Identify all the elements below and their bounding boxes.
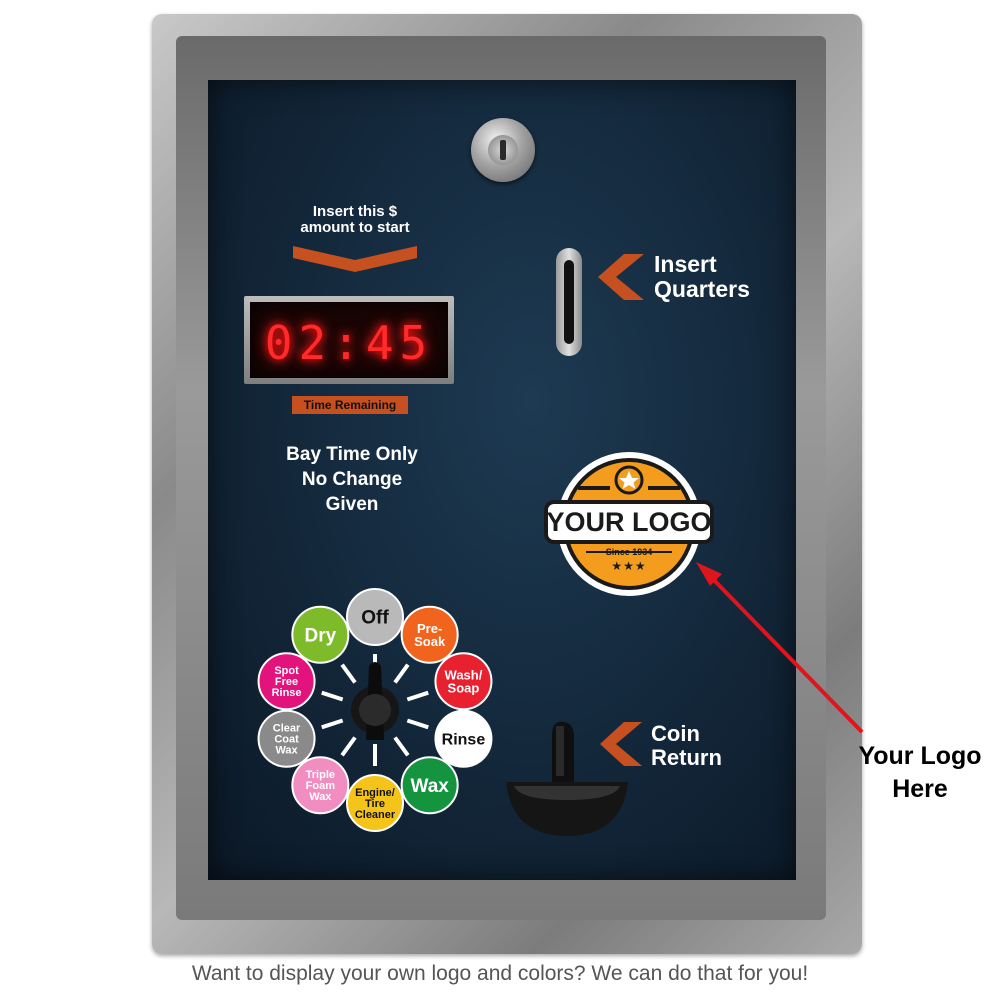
- dial-option-label: Dry: [304, 625, 336, 646]
- bay-notice-line: Given: [325, 494, 379, 515]
- dial-option-label: Wax: [275, 745, 298, 757]
- dial-option-label: Cleaner: [355, 809, 396, 821]
- dial-option-label: Coat: [274, 734, 299, 746]
- coin-return-line: Return: [651, 745, 722, 770]
- insert-quarters-line: Insert: [654, 251, 717, 277]
- bay-notice: Bay Time Only No Change Given: [262, 442, 442, 517]
- time-display-digits: 02:45: [264, 316, 434, 370]
- bay-notice-line: No Change: [301, 469, 403, 490]
- dial-option-label: Pre-: [417, 621, 442, 636]
- dial-option-label: Foam: [306, 780, 336, 792]
- logo-svg: [544, 452, 714, 596]
- dial-option-label: Engine/: [355, 787, 395, 799]
- dial-tick: [321, 718, 344, 730]
- logo-text: YOUR LOGO: [546, 507, 712, 537]
- dial-option-label: Wax: [410, 776, 449, 797]
- time-remaining-label: Time Remaining: [292, 396, 408, 414]
- logo-stars: ★★★: [611, 559, 647, 573]
- dial-option-label: Free: [275, 676, 298, 688]
- dial-tick: [321, 690, 344, 702]
- dial-option-wax[interactable]: Wax: [400, 756, 459, 815]
- chevron-left-icon: [598, 254, 644, 300]
- dial-option-label: Clear: [273, 723, 301, 735]
- dial-option-label: Wash/: [445, 667, 483, 682]
- dial-tick: [406, 718, 429, 730]
- logo-since: Since 1934: [605, 547, 653, 557]
- keyhole: [488, 135, 518, 165]
- lock-icon[interactable]: [471, 118, 535, 182]
- dial-option-rinse[interactable]: Rinse: [434, 709, 493, 768]
- time-display: 02:45: [250, 302, 448, 378]
- dial-option-label: Rinse: [442, 731, 486, 748]
- logo-here-line: Here: [892, 775, 948, 803]
- caption: Want to display your own logo and colors…: [191, 962, 809, 985]
- dial-option-label: Wax: [309, 791, 332, 803]
- dial-option-wash-soap[interactable]: Wash/Soap: [434, 652, 493, 711]
- dial-tick: [406, 690, 429, 702]
- bay-notice-line: Bay Time Only: [286, 444, 418, 465]
- star-icon: [619, 471, 639, 489]
- insert-quarters-line: Quarters: [654, 276, 750, 302]
- insert-amount-label: Insert this $ amount to start: [300, 203, 410, 236]
- logo-badge: YOUR LOGO Since 1934 ★★★: [544, 444, 714, 614]
- dial-knob[interactable]: [351, 662, 399, 740]
- dial-tick: [340, 663, 357, 684]
- coin-return-lever[interactable]: [504, 716, 630, 842]
- dial-option-off[interactable]: Off: [346, 588, 404, 646]
- dial-option-label: Off: [361, 608, 389, 629]
- dial-option-label: Soak: [414, 634, 446, 649]
- coin-return-line: Coin: [651, 721, 700, 746]
- dial-option-dry[interactable]: Dry: [291, 605, 350, 664]
- dial-option-label: Spot: [274, 665, 299, 677]
- dial-tick: [393, 736, 410, 757]
- dial-option-label: Rinse: [272, 687, 302, 699]
- dial-tick: [393, 663, 410, 684]
- dial-option-label: Soap: [448, 680, 480, 695]
- dial-option-pre-soak[interactable]: Pre-Soak: [400, 605, 459, 664]
- chevron-down-icon: [293, 246, 417, 272]
- logo-here-line: Your Logo: [858, 742, 982, 770]
- coin-slot[interactable]: [556, 248, 582, 356]
- coin-return-label: Coin Return: [651, 722, 722, 770]
- chevron-left-icon: [600, 722, 642, 766]
- dial-tick: [340, 736, 357, 757]
- logo-here-callout: Your Logo Here: [840, 740, 1000, 806]
- dial-option-label: Triple: [306, 769, 335, 781]
- dial-option-label: Tire: [365, 798, 385, 810]
- insert-quarters-label: Insert Quarters: [654, 252, 750, 302]
